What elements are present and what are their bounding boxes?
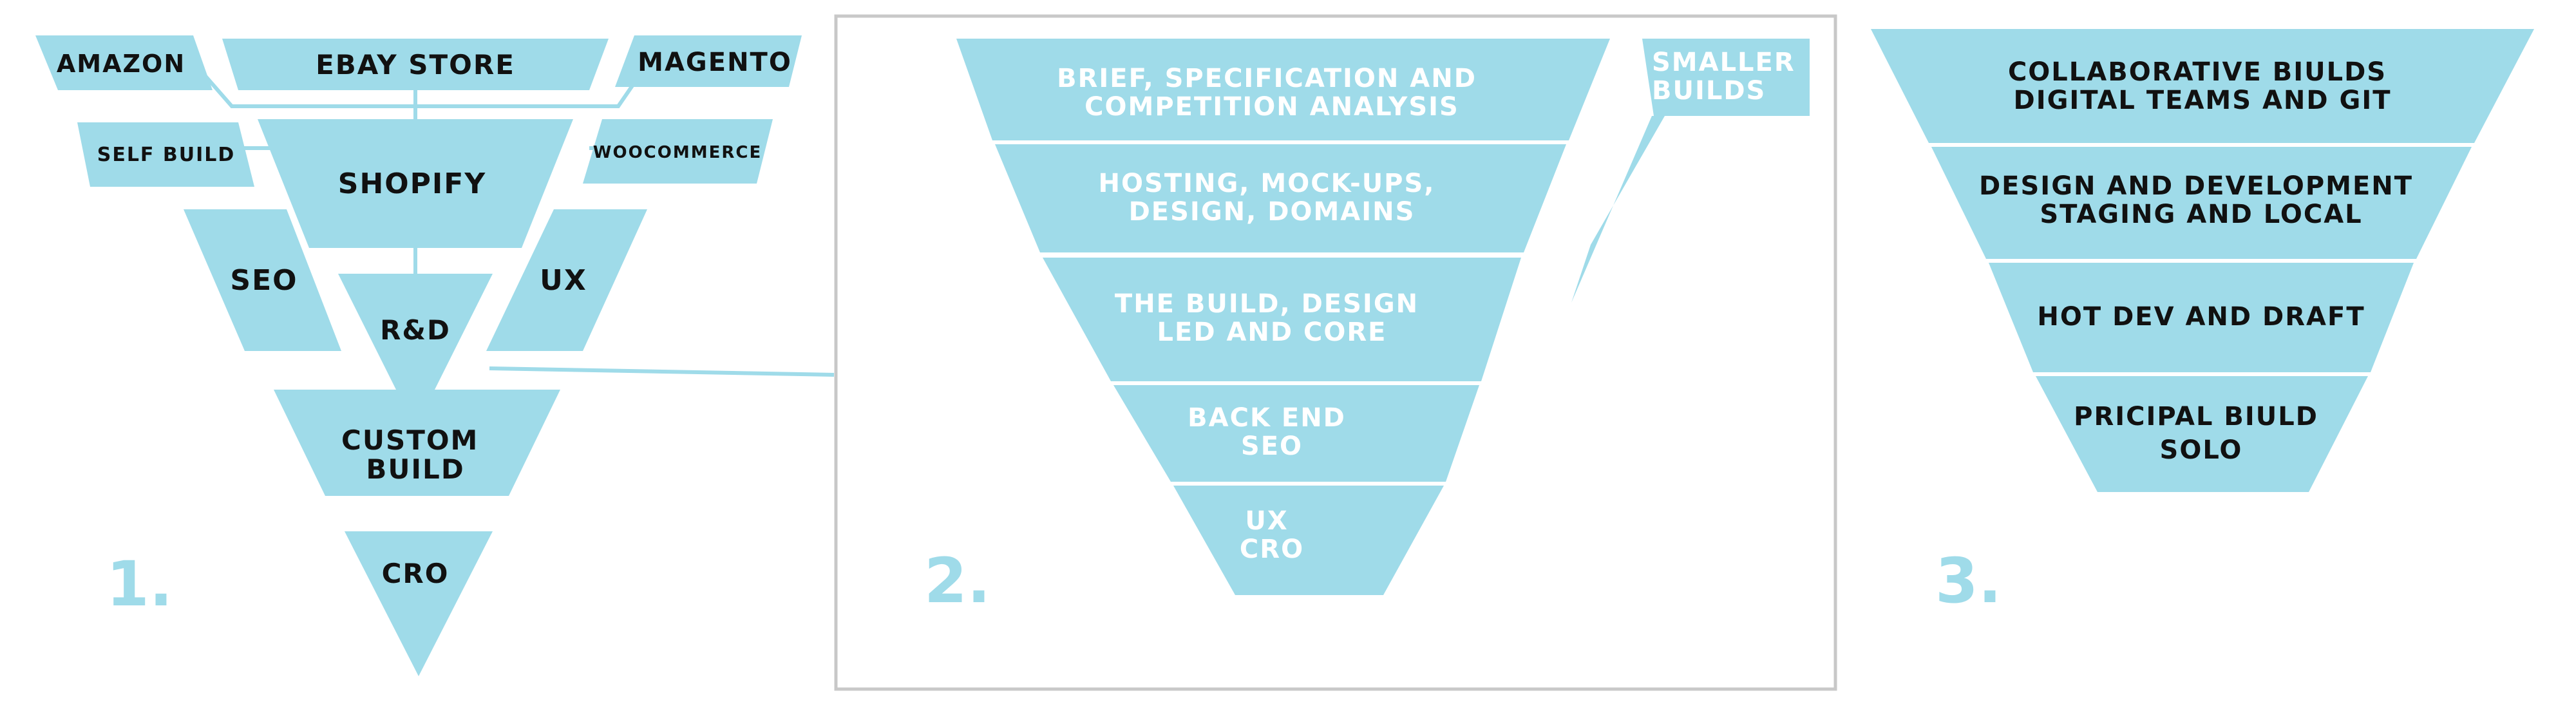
self-build-label: SELF BUILD	[97, 144, 236, 166]
funnel-3-layer-4-label: PRICIPAL BIULD SOLO	[2074, 402, 2329, 465]
funnel-2-layer-3-line-1: THE BUILD, DESIGN	[1115, 289, 1419, 319]
panel-1-number: 1.	[106, 548, 173, 620]
custom-build-box	[274, 390, 560, 496]
shopify-label: SHOPIFY	[338, 167, 486, 200]
funnel-2-layer-5-label: UX CRO	[1240, 506, 1304, 564]
smaller-builds-label: SMALLER BUILDS	[1652, 48, 1806, 106]
funnel-2-layer-1	[956, 39, 1610, 140]
custom-build-line-2: BUILD	[366, 453, 464, 485]
custom-build-label: CUSTOM BUILD	[341, 424, 489, 485]
smaller-builds-pointer	[1571, 116, 1665, 303]
smaller-builds-box	[1642, 39, 1810, 116]
funnel-2-layer-2	[995, 144, 1566, 252]
panel-1: AMAZON EBAY STORE MAGENTO SELF BUILD SHO…	[35, 35, 835, 676]
funnel-2-layer-5-line-1: UX	[1245, 506, 1288, 536]
panel-3-number: 3.	[1935, 545, 2002, 617]
smaller-builds-line-2: BUILDS	[1652, 76, 1766, 106]
self-build-box	[77, 122, 254, 187]
funnel-3-layer-4	[2036, 376, 2368, 492]
panel-2: SMALLER BUILDS BRIEF, SPECIFICATION AND …	[834, 14, 1837, 691]
cro-label: CRO	[382, 558, 450, 589]
funnel-2-layer-4-line-1: BACK END	[1188, 403, 1346, 433]
funnel-3-layer-2-line-1: DESIGN AND DEVELOPMENT	[1979, 171, 2413, 201]
funnel-2-layer-2-line-1: HOSTING, MOCK-UPS,	[1099, 169, 1435, 198]
funnel-3-layer-1-line-2: DIGITAL TEAMS AND GIT	[2013, 86, 2391, 115]
funnel-2-layer-5-line-2: CRO	[1240, 535, 1304, 564]
funnel-3-layer-3-label: HOT DEV AND DRAFT	[2037, 302, 2365, 332]
funnel-3-layer-1-line-1: COLLABORATIVE BIULDS	[2008, 57, 2387, 87]
panel-2-frame	[834, 14, 1837, 691]
funnel-2-layer-3-label: THE BUILD, DESIGN LED AND CORE	[1115, 289, 1429, 347]
funnel-2-layer-1-label: BRIEF, SPECIFICATION AND COMPETITION ANA…	[1057, 64, 1487, 122]
funnel-2-layer-1-line-2: COMPETITION ANALYSIS	[1084, 92, 1459, 122]
custom-build-line-1: CUSTOM	[341, 424, 478, 456]
shopify-box	[258, 119, 573, 248]
funnel-3-layer-3-line-1: HOT DEV AND DRAFT	[2037, 302, 2365, 332]
funnel-2-layer-2-line-2: DESIGN, DOMAINS	[1129, 197, 1416, 227]
funnel-3-layer-2-line-2: STAGING AND LOCAL	[2040, 200, 2362, 229]
panel-3: COLLABORATIVE BIULDS DIGITAL TEAMS AND G…	[1871, 29, 2534, 617]
funnel-3-layer-3	[1989, 263, 2414, 372]
seo-box	[184, 209, 341, 351]
funnel-3-layer-2-label: DESIGN AND DEVELOPMENT STAGING AND LOCAL	[1979, 171, 2423, 229]
ebay-store-label: EBAY STORE	[316, 49, 515, 81]
funnel-2-layer-5	[1173, 486, 1444, 595]
funnel-2-layer-4-line-2: SEO	[1241, 431, 1303, 461]
amazon-label: AMAZON	[57, 50, 185, 78]
funnel-2-layer-4-label: BACK END SEO	[1188, 403, 1356, 461]
smaller-builds-line-1: SMALLER	[1652, 48, 1795, 77]
woocommerce-box	[583, 119, 773, 184]
seo-label: SEO	[230, 264, 298, 297]
funnel-2-layer-3-line-2: LED AND CORE	[1157, 318, 1387, 347]
funnel-2-layer-2-label: HOSTING, MOCK-UPS, DESIGN, DOMAINS	[1099, 169, 1446, 227]
funnel-3-layer-1	[1871, 29, 2534, 143]
ux-box	[486, 209, 647, 351]
rd-label: R&D	[380, 314, 451, 346]
magento-label: MAGENTO	[638, 48, 792, 77]
funnel-3-layer-1-label: COLLABORATIVE BIULDS DIGITAL TEAMS AND G…	[2008, 57, 2397, 115]
funnel-2-layer-3	[1043, 258, 1521, 381]
funnel-2-layer-1-line-1: BRIEF, SPECIFICATION AND	[1057, 64, 1477, 93]
ebay-store-box	[222, 39, 609, 90]
funnel-2-layer-4	[1113, 385, 1479, 482]
panel-2-number: 2.	[924, 545, 990, 617]
amazon-box	[35, 35, 213, 90]
woocommerce-label: WOOCOMMERCE	[593, 143, 762, 162]
ux-label: UX	[540, 264, 587, 297]
funnel-3-layer-2	[1931, 147, 2472, 259]
cro-box	[345, 531, 493, 676]
funnel-3-layer-4-line-2: SOLO	[2160, 435, 2243, 465]
funnel-3-layer-4-line-1: PRICIPAL BIULD	[2074, 402, 2318, 431]
magento-box	[615, 35, 802, 87]
rd-box	[338, 274, 493, 428]
